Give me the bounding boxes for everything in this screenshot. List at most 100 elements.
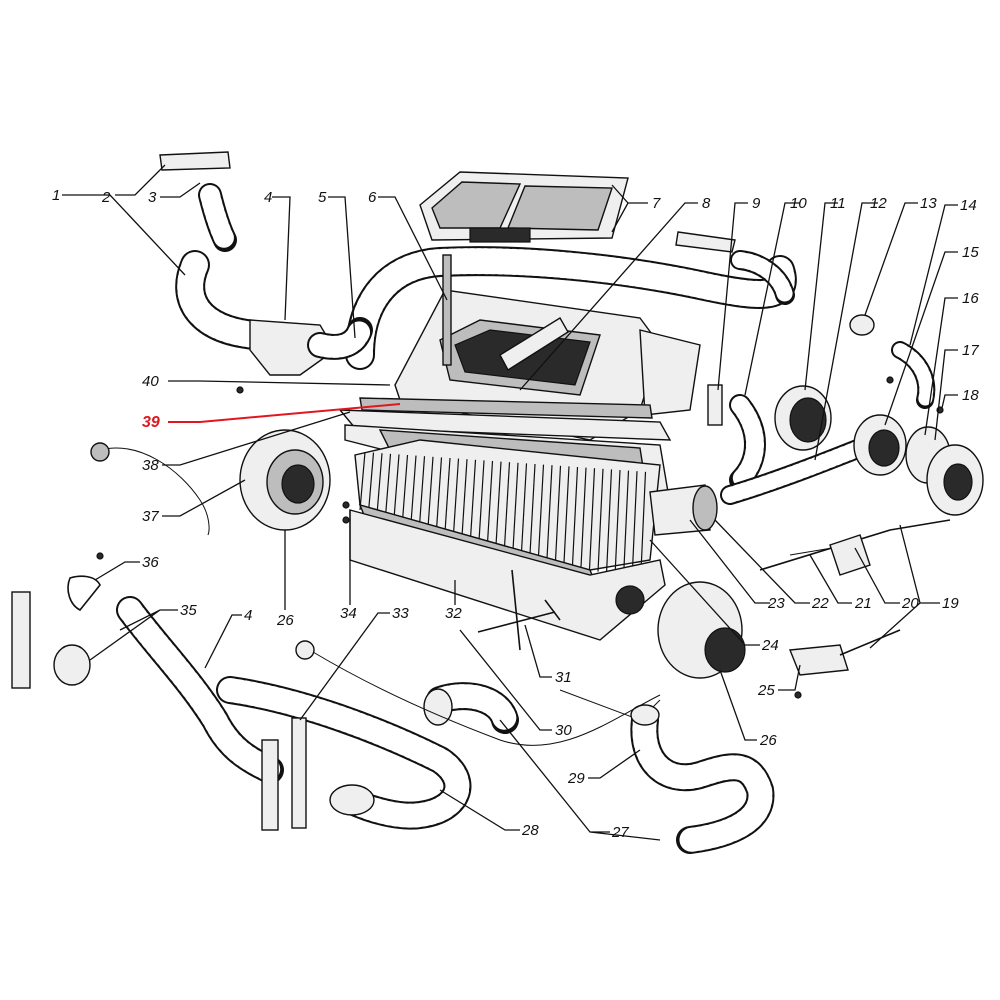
radiator-fin: [486, 460, 494, 544]
lower-left-duct-part: [11, 575, 472, 831]
radiator-fin: [359, 451, 366, 511]
callout-17: 17: [962, 342, 979, 359]
callout-13: 13: [920, 195, 937, 212]
leader-lines: [62, 164, 958, 841]
callout-36: 36: [142, 554, 159, 571]
leader-5: [328, 196, 356, 339]
callout-7: 7: [652, 195, 661, 212]
control-panel-part: [419, 171, 629, 243]
leader-39: [168, 403, 401, 423]
callout-29: 29: [567, 770, 585, 787]
radiator-fin: [563, 466, 570, 563]
callout-4-lower: 4: [244, 607, 252, 624]
callout-31: 31: [555, 669, 572, 686]
callout-30: 30: [555, 722, 572, 739]
callout-19: 19: [942, 595, 959, 612]
radiator-fin: [503, 462, 511, 548]
leader-26b: [719, 669, 757, 741]
radiator-fin: [622, 470, 630, 579]
right-duct-assembly-part: [675, 231, 984, 516]
radiator-fin: [427, 456, 434, 528]
callout-25: 25: [757, 682, 775, 699]
radiator-fin: [605, 469, 613, 574]
radiator-fin: [393, 454, 400, 519]
radiator-fin: [529, 463, 536, 555]
radiator-fin: [520, 463, 528, 552]
leader-11: [804, 202, 838, 391]
connector-pipe-part: [649, 484, 718, 536]
callout-34: 34: [340, 605, 357, 622]
leader-8: [519, 202, 698, 391]
radiator-fin: [367, 452, 375, 513]
leader-6: [378, 196, 448, 301]
radiator-fin: [478, 460, 485, 541]
leader-14: [909, 204, 958, 346]
callout-39-highlighted: 39: [142, 414, 160, 431]
radiator-fin: [444, 457, 451, 533]
right-blower-part: [559, 581, 746, 721]
callout-3: 3: [148, 189, 157, 206]
leader-36: [94, 561, 140, 581]
radiator-fin: [452, 458, 460, 535]
leader-28: [439, 789, 520, 831]
leader-29: [588, 749, 641, 779]
leader-35: [89, 609, 178, 661]
callout-20: 20: [901, 595, 919, 612]
radiator-fin: [614, 469, 621, 577]
left-hose-part: [159, 151, 373, 376]
leader-12: [814, 202, 878, 461]
callout-37: 37: [142, 508, 159, 525]
callout-40: 40: [142, 373, 159, 390]
leader-18: [941, 394, 958, 409]
radiator-fin: [554, 465, 562, 561]
leader-31: [524, 624, 552, 678]
callout-26-right: 26: [759, 732, 777, 749]
callout-4: 4: [264, 189, 272, 206]
callout-2: 2: [101, 189, 111, 206]
leader-23: [689, 519, 770, 604]
radiator-fin: [384, 453, 392, 517]
leader-4a: [272, 196, 291, 321]
radiator-fin: [512, 462, 519, 550]
radiator-fin: [469, 459, 477, 539]
leader-13: [864, 202, 918, 316]
leader-4b: [204, 614, 242, 669]
callout-12: 12: [870, 195, 887, 212]
lower-right-hose-part: [630, 704, 775, 854]
callout-18: 18: [962, 387, 979, 404]
leader-1: [62, 194, 186, 276]
leader-21: [809, 554, 852, 604]
leader-24: [649, 539, 760, 646]
radiator-fin: [418, 456, 426, 526]
callout-28: 28: [521, 822, 539, 839]
heat-exchanger-core-part: [349, 439, 666, 641]
leader-20: [854, 547, 900, 604]
leader-19: [869, 524, 940, 649]
sensor-wire-part: [295, 640, 661, 746]
callout-labels: 1 2 3 4 5 6 7 8 9 10 11 12 13 14 15 16 1…: [52, 187, 979, 841]
radiator-fin: [376, 453, 383, 515]
callout-14: 14: [960, 197, 977, 214]
parts-artwork: [11, 151, 984, 854]
leader-38: [162, 411, 351, 466]
callout-21: 21: [854, 595, 872, 612]
callout-6: 6: [368, 189, 377, 206]
radiator-fin: [597, 468, 604, 572]
callout-35: 35: [180, 602, 197, 619]
leader-37: [162, 479, 246, 517]
callout-9: 9: [752, 195, 761, 212]
callout-32: 32: [445, 605, 462, 622]
upper-hose-part: [345, 246, 797, 370]
leader-2: [115, 164, 166, 196]
leader-7: [611, 184, 648, 233]
radiator-fin: [410, 455, 417, 524]
leader-25: [778, 664, 801, 691]
leader-27: [499, 719, 661, 841]
callout-26: 26: [276, 612, 294, 629]
leader-9: [717, 202, 748, 391]
radiator-fin: [631, 471, 638, 581]
callout-1: 1: [52, 187, 60, 204]
leader-22: [714, 519, 810, 604]
callout-27: 27: [611, 824, 629, 841]
callout-38: 38: [142, 457, 159, 474]
